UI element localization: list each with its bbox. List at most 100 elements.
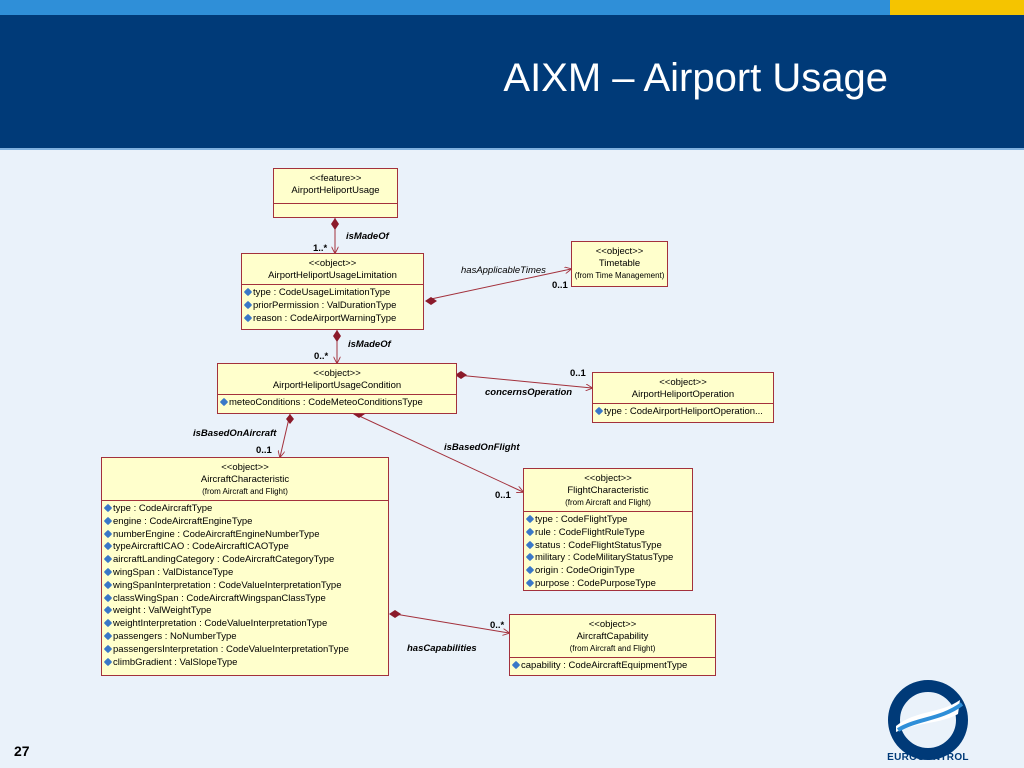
stereotype: <<object>>: [595, 246, 644, 257]
class-timetable: <<object>> Timetable (from Time Manageme…: [571, 241, 668, 287]
attribute-icon: [243, 287, 253, 297]
class-source: (from Aircraft and Flight): [565, 498, 651, 507]
class-name: AirportHeliportUsageCondition: [272, 380, 402, 391]
slide-title: AIXM – Airport Usage: [503, 56, 888, 100]
aggregation-diamond-1: [331, 218, 339, 230]
top-blue-strip: [0, 0, 890, 15]
multiplicity-concernsoperation: 0..1: [570, 368, 586, 379]
assoc-label-isbasedonaircraft: isBasedOnAircraft: [193, 428, 277, 439]
attribute-icon: [243, 300, 253, 310]
attribute: typeAircraftICAO : CodeAircraftICAOType: [103, 541, 385, 554]
stereotype: <<object>>: [221, 462, 269, 473]
slide-header: [0, 15, 1024, 148]
attribute-icon: [525, 540, 535, 549]
attribute: purpose : CodePurposeType: [525, 578, 689, 591]
attribute-icon: [103, 554, 113, 564]
attribute: status : CodeFlightStatusType: [525, 540, 689, 553]
attribute-icon: [103, 631, 113, 641]
attribute-icon: [103, 516, 113, 526]
attribute-icon: [525, 565, 535, 575]
attribute-icon: [511, 660, 521, 670]
class-source: (from Aircraft and Flight): [202, 487, 288, 496]
attribute: military : CodeMilitaryStatusType: [525, 552, 689, 565]
attribute: reason : CodeAirportWarningType: [243, 313, 420, 326]
assoc-label-ismadeof-2: isMadeOf: [348, 339, 391, 350]
attribute: type : CodeAirportHeliportOperation...: [594, 406, 770, 419]
aggregation-diamond-5: [286, 414, 294, 424]
attribute-icon: [103, 593, 113, 602]
page-number: 27: [14, 743, 30, 759]
aggregation-diamond-2: [425, 297, 437, 305]
attribute-icon: [103, 567, 113, 577]
assoc-label-hascapabilities: hasCapabilities: [407, 643, 477, 654]
assoc-line-hascapabilities: [394, 613, 509, 633]
stereotype: <<object>>: [659, 377, 707, 388]
attribute-icon: [103, 644, 113, 654]
attribute: passengers : NoNumberType: [103, 631, 385, 644]
attribute: weightInterpretation : CodeValueInterpre…: [103, 618, 385, 631]
attribute: passengersInterpretation : CodeValueInte…: [103, 644, 385, 657]
class-aircraft-capability: <<object>> AircraftCapability (from Airc…: [509, 614, 716, 676]
attribute: numberEngine : CodeAircraftEngineNumberT…: [103, 529, 385, 542]
assoc-line-hasapplicabletimes: [430, 269, 571, 300]
multiplicity-isbasedonaircraft: 0..1: [256, 445, 272, 456]
attribute-icon: [525, 553, 535, 562]
stereotype: <<object>>: [308, 258, 357, 269]
logo-text: EUROCONTROL: [887, 752, 969, 763]
class-name: AircraftCapability: [576, 631, 649, 642]
aggregation-diamond-3: [333, 330, 341, 342]
attribute: classWingSpan : CodeAircraftWingspanClas…: [103, 593, 385, 606]
class-name: AirportHeliportUsageLimitation: [268, 270, 397, 281]
class-source: (from Time Management): [574, 271, 665, 280]
class-source: (from Aircraft and Flight): [569, 644, 656, 653]
attribute-icon: [525, 514, 535, 524]
attribute-icon: [103, 580, 113, 590]
attribute: origin : CodeOriginType: [525, 565, 689, 578]
aggregation-diamond-4: [455, 371, 467, 379]
class-airport-heliport-operation: <<object>> AirportHeliportOperation type…: [592, 372, 774, 423]
attribute: capability : CodeAircraftEquipmentType: [511, 660, 712, 673]
attribute-icon: [103, 618, 113, 628]
assoc-label-ismadeof-1: isMadeOf: [346, 231, 389, 242]
class-airport-heliport-usage: <<feature>> AirportHeliportUsage: [273, 168, 398, 218]
eurocontrol-logo-icon: [888, 680, 968, 760]
attribute-icon: [103, 503, 113, 513]
attribute-icon: [103, 606, 113, 615]
assoc-label-isbasedonflight: isBasedOnFlight: [444, 442, 520, 453]
class-aircraft-characteristic: <<object>> AircraftCharacteristic (from …: [101, 457, 389, 676]
attribute: aircraftLandingCategory : CodeAircraftCa…: [103, 554, 385, 567]
stereotype: <<object>>: [588, 619, 637, 630]
attribute: type : CodeAircraftType: [103, 503, 385, 516]
attribute: type : CodeUsageLimitationType: [243, 287, 420, 300]
attribute: rule : CodeFlightRuleType: [525, 527, 689, 540]
class-name: FlightCharacteristic: [567, 485, 649, 496]
multiplicity-hascapabilities: 0..*: [490, 620, 505, 631]
attribute-icon: [103, 657, 113, 666]
stereotype: <<object>>: [313, 368, 361, 379]
assoc-label-concernsoperation: concernsOperation: [485, 387, 573, 398]
attribute: priorPermission : ValDurationType: [243, 300, 420, 313]
attribute-icon: [219, 397, 229, 407]
attribute: climbGradient : ValSlopeType: [103, 657, 385, 670]
aggregation-diamond-7: [389, 610, 401, 618]
class-usage-limitation: <<object>> AirportHeliportUsageLimitatio…: [241, 253, 424, 330]
assoc-line-isbasedonflight: [354, 413, 523, 492]
class-name: AirportHeliportOperation: [631, 389, 735, 400]
stereotype: <<feature>>: [309, 173, 362, 184]
attribute: type : CodeFlightType: [525, 514, 689, 527]
attribute: wingSpanInterpretation : CodeValueInterp…: [103, 580, 385, 593]
attribute-icon: [103, 542, 113, 551]
attribute: wingSpan : ValDistanceType: [103, 567, 385, 580]
header-divider: [0, 148, 1024, 150]
class-name: AirportHeliportUsage: [291, 185, 380, 196]
stereotype: <<object>>: [584, 473, 632, 484]
multiplicity-ismadeof-2: 0..*: [314, 351, 329, 362]
multiplicity-hasapplicabletimes: 0..1: [552, 280, 568, 291]
class-usage-condition: <<object>> AirportHeliportUsageCondition…: [217, 363, 457, 414]
assoc-label-hasapplicabletimes: hasApplicableTimes: [461, 265, 546, 276]
attribute: meteoConditions : CodeMeteoConditionsTyp…: [219, 397, 453, 410]
class-flight-characteristic: <<object>> FlightCharacteristic (from Ai…: [523, 468, 693, 591]
attribute: weight : ValWeightType: [103, 605, 385, 618]
assoc-line-concernsoperation: [456, 374, 592, 388]
top-yellow-strip: [890, 0, 1024, 15]
